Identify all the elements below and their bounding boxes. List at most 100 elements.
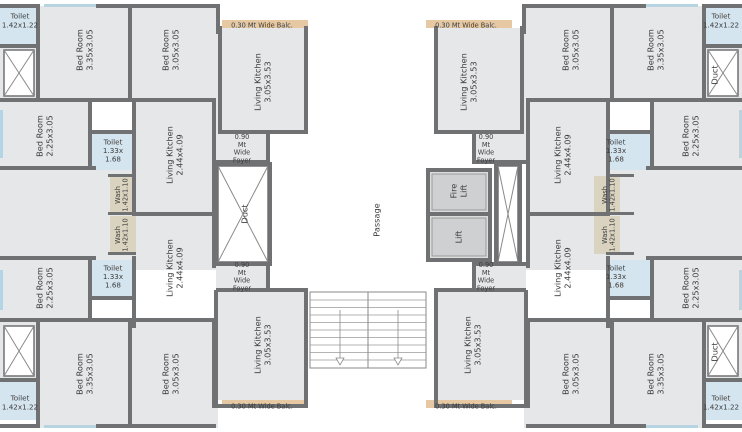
window — [44, 425, 96, 428]
room-fill — [472, 134, 526, 162]
tr-foyer-label-line: Wide — [478, 149, 494, 157]
tr-livk2-label-line: 2.44x4.09 — [563, 134, 573, 175]
wall — [214, 162, 218, 266]
tr-livk-label-line: 3.05x3.53 — [469, 61, 479, 102]
br-wash-label: Wash1.42x1.10 — [601, 218, 617, 251]
fire-lift-car — [431, 173, 487, 211]
wall — [606, 318, 742, 322]
duct-cross — [3, 49, 35, 97]
room-fill — [216, 134, 270, 162]
bl-foyer-label-line: Foyer — [233, 284, 252, 292]
wall — [0, 378, 40, 382]
bl-foyer-label-line: Mt — [238, 269, 247, 277]
wall — [606, 252, 634, 255]
duct-cross — [217, 165, 269, 263]
wall — [132, 424, 216, 428]
wall — [610, 4, 614, 102]
wall — [216, 4, 220, 34]
tl-bed1-label: Bed Room3.35x3.05 — [75, 29, 95, 71]
wall — [36, 318, 40, 428]
tr-wash-label: Wash1.42x1.10 — [601, 178, 617, 211]
wall — [212, 98, 216, 162]
wall — [494, 262, 522, 266]
wall — [646, 256, 742, 260]
wall — [522, 4, 526, 34]
wall — [88, 130, 136, 134]
br-toilet2-label-line: 1.68 — [608, 281, 624, 290]
toilet-fill — [0, 6, 40, 44]
balcony-strip — [426, 20, 512, 28]
window — [0, 270, 3, 310]
br-duct-label-line: Duct — [710, 342, 720, 362]
wall — [0, 318, 136, 322]
wall — [218, 404, 308, 408]
fire-lift-label: FireLift — [449, 184, 469, 199]
wall — [220, 130, 306, 134]
toilet-fill — [92, 260, 134, 298]
duct-c-label-line: Duct — [240, 204, 250, 224]
lift-label-line: Lift — [454, 230, 464, 244]
wall — [304, 290, 308, 408]
toilet-fill — [92, 132, 134, 170]
bl-bed3-label-line: 2.25x3.05 — [45, 267, 55, 308]
tr-foyer-label-line: Mt — [482, 141, 491, 149]
br-wash-label-line: 1.42x1.10 — [609, 218, 617, 251]
br-bed2-label-line: 3.05x3.05 — [571, 353, 581, 394]
br-bed3-label: Bed Room2.25x3.05 — [681, 267, 701, 309]
toilet-fill — [0, 380, 40, 420]
wall — [132, 318, 216, 322]
tl-bed3-label-line: 2.25x3.05 — [45, 115, 55, 156]
passage-fill — [306, 134, 430, 432]
br-bed3-label-line: Bed Room — [681, 267, 691, 309]
tl-foyer-label-line: 0.90 — [235, 133, 250, 141]
wall — [266, 262, 270, 292]
tr-duct-label: Duct — [710, 65, 720, 85]
wall — [0, 98, 132, 102]
tl-bed2-label-line: 3.05x3.05 — [171, 29, 181, 70]
bl-livk-label: Living Kitchen3.05x3.53 — [253, 316, 273, 374]
wall — [610, 98, 742, 102]
wall — [214, 162, 272, 166]
room-fill — [0, 260, 92, 320]
bl-foyer-label-line: 0.90 — [235, 261, 250, 269]
bl-foyer-label-line: Wide — [234, 277, 250, 285]
br-bed1-label-line: 3.35x3.05 — [656, 353, 666, 394]
wall — [472, 262, 476, 292]
wall — [132, 212, 216, 216]
wall — [702, 44, 742, 48]
wall — [606, 296, 654, 300]
tl-toilet2-label-line: 1.68 — [105, 155, 121, 164]
toilet-fill — [608, 132, 650, 170]
br-bed1-label: Bed Room3.35x3.05 — [646, 353, 666, 395]
bl-toilet-label-line: Toilet — [10, 394, 30, 403]
tl-foyer-label-line: Wide — [234, 149, 250, 157]
tr-bed3-label: Bed Room2.25x3.05 — [681, 115, 701, 157]
wall — [216, 288, 308, 292]
wall — [218, 26, 222, 134]
wall — [606, 98, 610, 214]
tl-bed1-label-line: Bed Room — [75, 29, 85, 71]
duct-cross — [3, 325, 35, 377]
wall — [128, 4, 132, 102]
tr-balc-label-line: 0.30 Mt Wide Balc. — [435, 22, 497, 30]
tr-livk-label-line: Living Kitchen — [459, 53, 469, 111]
wall — [0, 256, 96, 260]
wall — [526, 424, 610, 428]
tr-toilet-label-line: Toilet — [711, 12, 731, 21]
br-livk2-label: Living Kitchen2.44x4.09 — [553, 239, 573, 297]
tl-foyer-label-line: Foyer — [233, 156, 252, 164]
wall — [472, 134, 476, 164]
wall — [434, 290, 438, 408]
tr-wash-label-line: Wash — [601, 186, 609, 204]
window — [646, 4, 698, 7]
room-fill — [218, 290, 308, 400]
